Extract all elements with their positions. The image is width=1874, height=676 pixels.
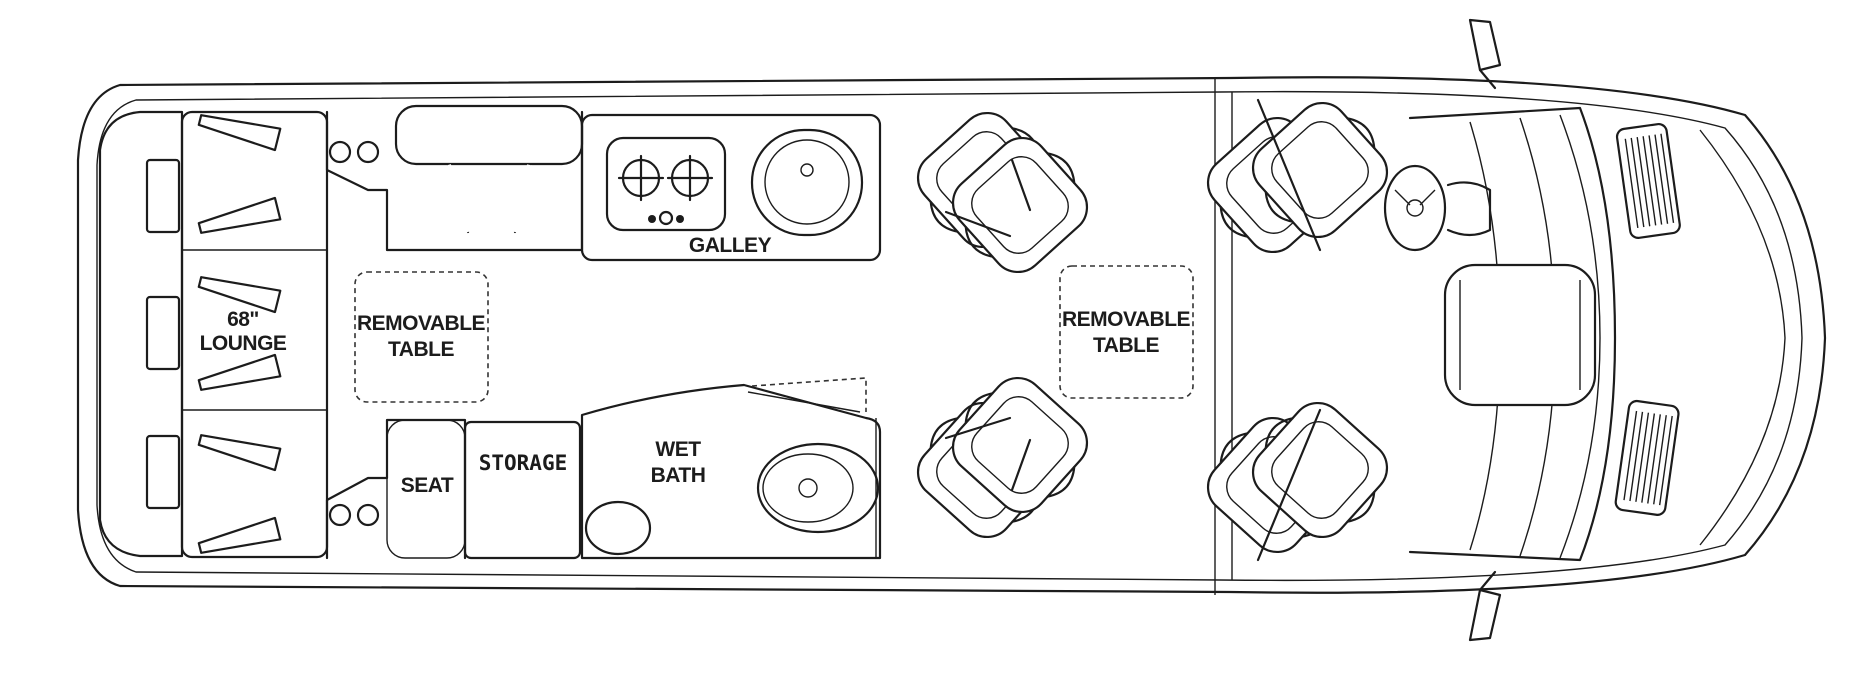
- driver-seat: [1190, 86, 1405, 269]
- passenger-seat: [1190, 386, 1405, 569]
- svg-text:TABLE: TABLE: [388, 338, 454, 361]
- rear-lounge: 68" LOUNGE: [98, 108, 329, 560]
- window-rear-1: [145, 158, 181, 234]
- captain-chair-upper: [900, 96, 1105, 289]
- seat-label: SEAT: [401, 474, 454, 497]
- window-rear-2: [145, 295, 181, 371]
- window-rear-3: [145, 434, 181, 510]
- galley-sink: [750, 128, 864, 237]
- steering-wheel: [1383, 164, 1492, 252]
- removable-table-front: REMOVABLE TABLE: [1059, 265, 1194, 399]
- side-mirror-upper: [1468, 18, 1502, 90]
- wet-bath-label-2: BATH: [651, 464, 706, 487]
- bath-sink: [584, 500, 652, 556]
- dashboard: [1408, 106, 1617, 562]
- vent-upper: [1614, 121, 1682, 241]
- svg-text:TABLE: TABLE: [1093, 334, 1159, 357]
- lounge-size-label: 68": [227, 308, 259, 331]
- galley-label: GALLEY: [689, 234, 772, 257]
- cup-holders: [328, 140, 380, 527]
- galley: GALLEY: [580, 113, 882, 262]
- wet-bath: WET BATH: [580, 377, 882, 560]
- svg-text:REMOVABLE: REMOVABLE: [357, 312, 486, 335]
- captain-chair-lower: [900, 361, 1105, 554]
- storage-unit: STORAGE: [463, 420, 582, 560]
- storage-label: STORAGE: [479, 451, 568, 475]
- toilet: [756, 442, 880, 534]
- vent-lower: [1613, 398, 1681, 517]
- seat-unit: SEAT: [325, 418, 467, 560]
- removable-table-rear: REMOVABLE TABLE: [354, 271, 489, 403]
- side-bench-upper: [325, 104, 584, 252]
- wet-bath-label-1: WET: [655, 438, 701, 461]
- stove: [605, 136, 727, 232]
- lounge-label: LOUNGE: [200, 332, 287, 355]
- engine-cover: [1443, 263, 1597, 407]
- side-mirror-lower: [1468, 570, 1502, 642]
- svg-text:REMOVABLE: REMOVABLE: [1062, 308, 1191, 331]
